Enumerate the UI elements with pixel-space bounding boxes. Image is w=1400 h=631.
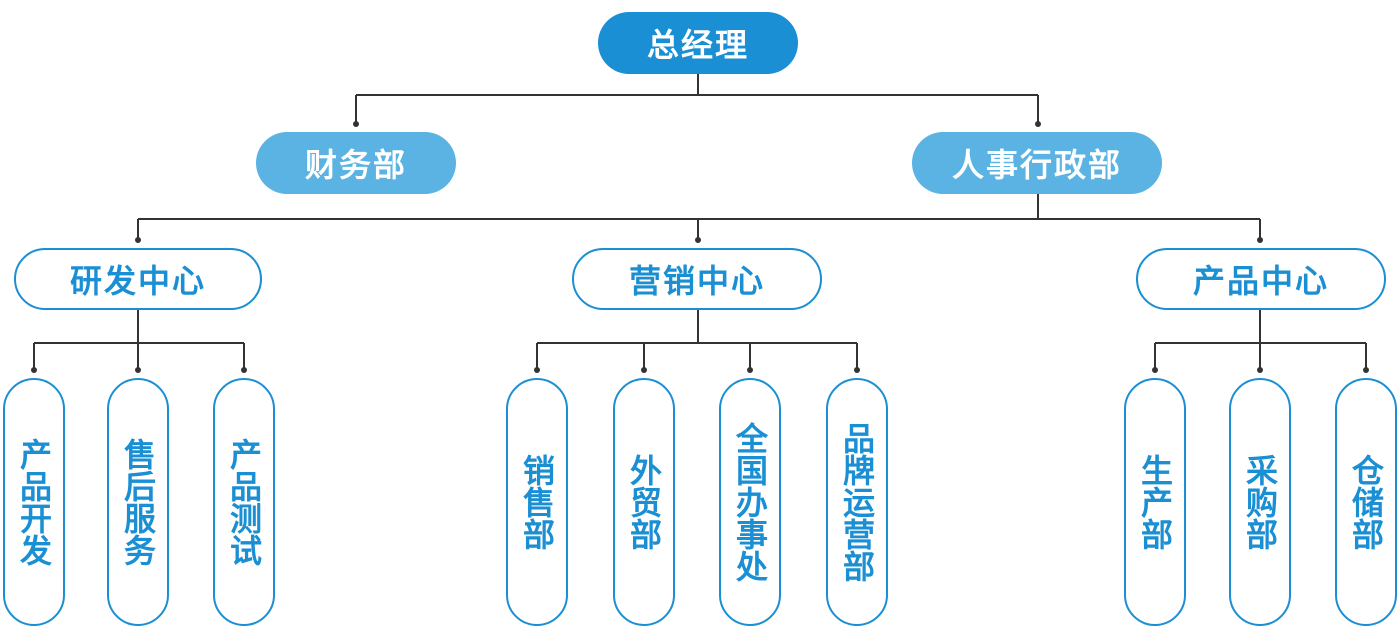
connector-dot — [353, 121, 359, 127]
connector-dot — [1363, 367, 1369, 373]
connector-dot — [1257, 237, 1263, 243]
connector-dot — [135, 367, 141, 373]
connector-product-to-units — [1154, 310, 1367, 368]
node-warehouse-department: 仓储部 — [1335, 378, 1397, 626]
connector-sales-to-units — [536, 310, 858, 368]
node-foreign-trade-department: 外贸部 — [613, 378, 675, 626]
connector-dot — [534, 367, 540, 373]
node-sales-center: 营销中心 — [572, 248, 822, 310]
connector-dot — [641, 367, 647, 373]
connector-dot — [1257, 367, 1263, 373]
node-brand-operations-department: 品牌运营部 — [826, 378, 888, 626]
node-hr-admin-department: 人事行政部 — [912, 132, 1162, 194]
node-general-manager: 总经理 — [598, 12, 798, 74]
connector-dot — [695, 237, 701, 243]
node-sales-department: 销售部 — [506, 378, 568, 626]
connector-dot — [1035, 121, 1041, 127]
node-product-development: 产品开发 — [3, 378, 65, 626]
connector-dot — [747, 367, 753, 373]
connector-dot — [241, 367, 247, 373]
node-purchasing-department: 采购部 — [1229, 378, 1291, 626]
node-national-offices: 全国办事处 — [719, 378, 781, 626]
connector-dot — [1152, 367, 1158, 373]
connector-top-to-departments — [355, 74, 1039, 122]
node-rnd-center: 研发中心 — [14, 248, 262, 310]
node-finance-department: 财务部 — [256, 132, 456, 194]
connector-dot — [854, 367, 860, 373]
node-after-sales-service: 售后服务 — [107, 378, 169, 626]
connector-dot — [31, 367, 37, 373]
connector-hr-to-centers — [137, 194, 1261, 238]
node-product-testing: 产品测试 — [213, 378, 275, 626]
node-production-department: 生产部 — [1124, 378, 1186, 626]
connector-dot — [135, 237, 141, 243]
connector-rnd-to-units — [33, 310, 245, 368]
node-product-center: 产品中心 — [1136, 248, 1386, 310]
